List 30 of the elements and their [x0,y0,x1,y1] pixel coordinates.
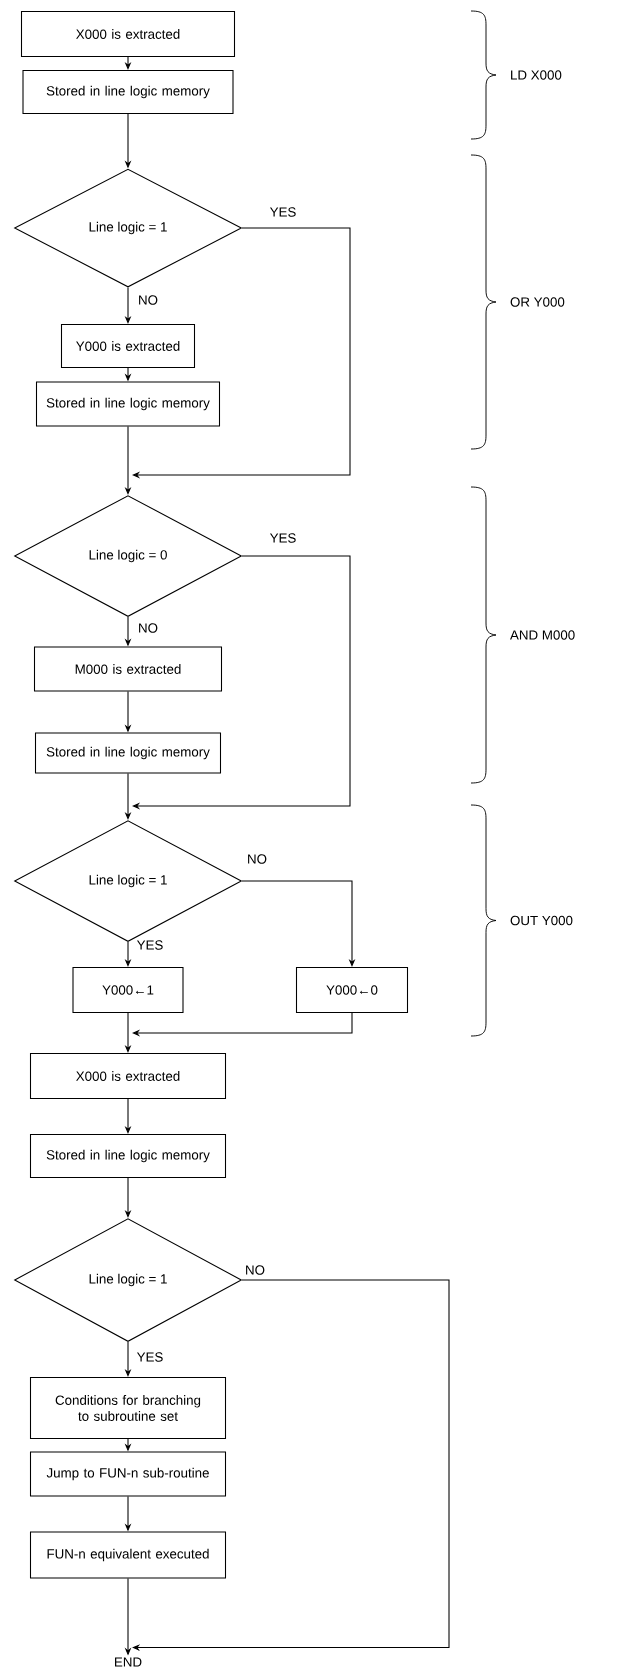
process-box: Stored in line logic memory [29,1134,227,1179]
process-box: Stored in line logic memory [22,69,234,115]
arrow [132,1012,353,1037]
process-box: Y000 is extracted [60,323,196,369]
edge-label: YES [135,1350,165,1364]
process-box: X000 is extracted [20,10,236,58]
arrow [132,555,351,810]
process-box: FUN-n equivalent executed [29,1531,227,1579]
edge-label: NO [243,1263,267,1277]
instruction-label: LD X000 [511,70,562,80]
process-box: Y000←1 [72,966,184,1014]
process-box: Stored in line logic memory [35,381,221,427]
arrow [132,1279,450,1651]
process-box: Y000←0 [295,966,409,1014]
edge-label: NO [136,293,160,307]
arrow [132,227,351,479]
edge-label: NO [245,852,269,866]
edge-label: YES [268,531,298,545]
process-box: Stored in line logic memory [34,732,222,774]
process-box: Conditions for branching to subroutine set [29,1377,227,1440]
process-box: Jump to FUN-n sub-routine [29,1451,227,1497]
end-label: END [115,1657,142,1667]
instruction-label: OR Y000 [510,297,565,307]
process-box: X000 is extracted [29,1052,227,1100]
edge-label: NO [136,621,160,635]
instruction-label: OUT Y000 [510,915,573,926]
process-box: M000 is extracted [33,646,223,692]
edge-label: YES [268,205,298,219]
instruction-label: AND M000 [510,630,575,640]
arrow [241,880,356,967]
